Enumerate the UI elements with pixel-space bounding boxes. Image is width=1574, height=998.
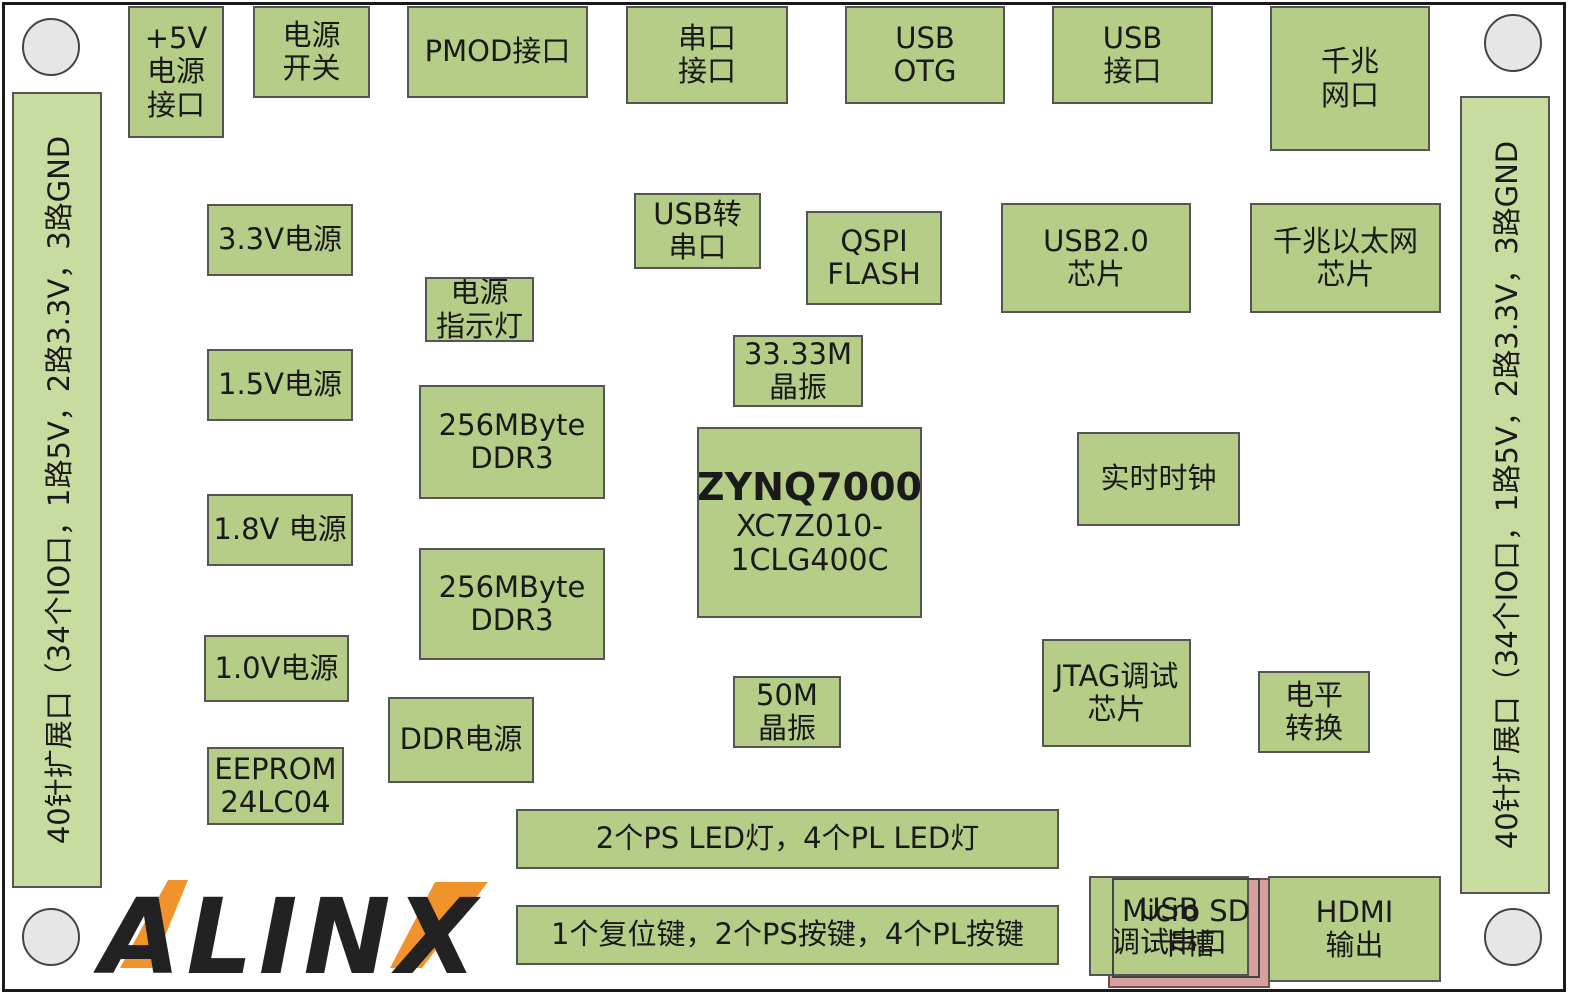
block-usb-port: USB 接口 (1052, 6, 1213, 104)
block-pmod: PMOD接口 (407, 6, 588, 98)
block-zynq-soc: ZYNQ7000 XC7Z010- 1CLG400C (697, 427, 922, 618)
alinx-logo-text: ALINX (100, 876, 483, 998)
block-usb20-chip: USB2.0 芯片 (1001, 203, 1191, 313)
block-ddr3-a: 256MByte DDR3 (419, 385, 605, 499)
block-rtc: 实时时钟 (1077, 432, 1240, 526)
block-usb-uart: USB转 串口 (634, 193, 761, 269)
alinx-logo-swoosh-icon (120, 880, 488, 968)
block-keys: 1个复位键，2个PS按键，4个PL按键 (516, 905, 1059, 965)
mounting-hole-bottom-right (1484, 908, 1542, 966)
expansion-header-left-label: 40针扩展口（34个IO口，1路5V，2路3.3V，3路GND (42, 135, 76, 845)
block-1v8-power: 1.8V 电源 (207, 494, 353, 566)
block-1v0-power: 1.0V电源 (204, 635, 349, 702)
expansion-header-right: 40针扩展口（34个IO口，1路5V，2路3.3V，3路GND (1460, 96, 1550, 894)
expansion-header-right-label: 40针扩展口（34个IO口，1路5V，2路3.3V，3路GND (1490, 140, 1524, 850)
block-level-shifter: 电平 转换 (1258, 671, 1370, 753)
block-gige-port: 千兆 网口 (1270, 6, 1430, 151)
block-5v-power-jack: +5V 电源 接口 (128, 6, 224, 138)
zynq-title: ZYNQ7000 (697, 465, 922, 510)
alinx-logo: ALINX (90, 870, 490, 998)
block-osc-33m: 33.33M 晶振 (733, 335, 863, 407)
mounting-hole-top-right (1484, 14, 1542, 72)
block-1v5-power: 1.5V电源 (207, 349, 353, 421)
block-3v3-power: 3.3V电源 (207, 204, 353, 276)
block-eeprom: EEPROM 24LC04 (207, 747, 344, 825)
block-qspi-flash: QSPI FLASH (806, 211, 942, 305)
block-microsd: Micro SD 卡槽 (1112, 878, 1260, 978)
block-leds: 2个PS LED灯，4个PL LED灯 (516, 809, 1059, 869)
block-gige-chip: 千兆以太网 芯片 (1250, 203, 1441, 313)
block-power-led: 电源 指示灯 (425, 277, 534, 342)
block-usb-otg: USB OTG (845, 6, 1005, 104)
block-jtag-chip: JTAG调试 芯片 (1042, 639, 1191, 747)
block-power-switch: 电源 开关 (253, 6, 370, 98)
block-ddr3-b: 256MByte DDR3 (419, 548, 605, 660)
expansion-header-left: 40针扩展口（34个IO口，1路5V，2路3.3V，3路GND (12, 92, 102, 888)
block-ddr-power: DDR电源 (388, 697, 534, 783)
zynq-part-number: XC7Z010- 1CLG400C (730, 508, 889, 579)
block-hdmi-out: HDMI 输出 (1268, 876, 1441, 982)
block-usb-debug-uart: USB 调试串口 (1089, 876, 1249, 976)
mounting-hole-bottom-left (22, 908, 80, 966)
mounting-hole-top-left (22, 18, 80, 76)
block-serial-port: 串口 接口 (626, 6, 788, 104)
block-osc-50m: 50M 晶振 (733, 676, 841, 748)
